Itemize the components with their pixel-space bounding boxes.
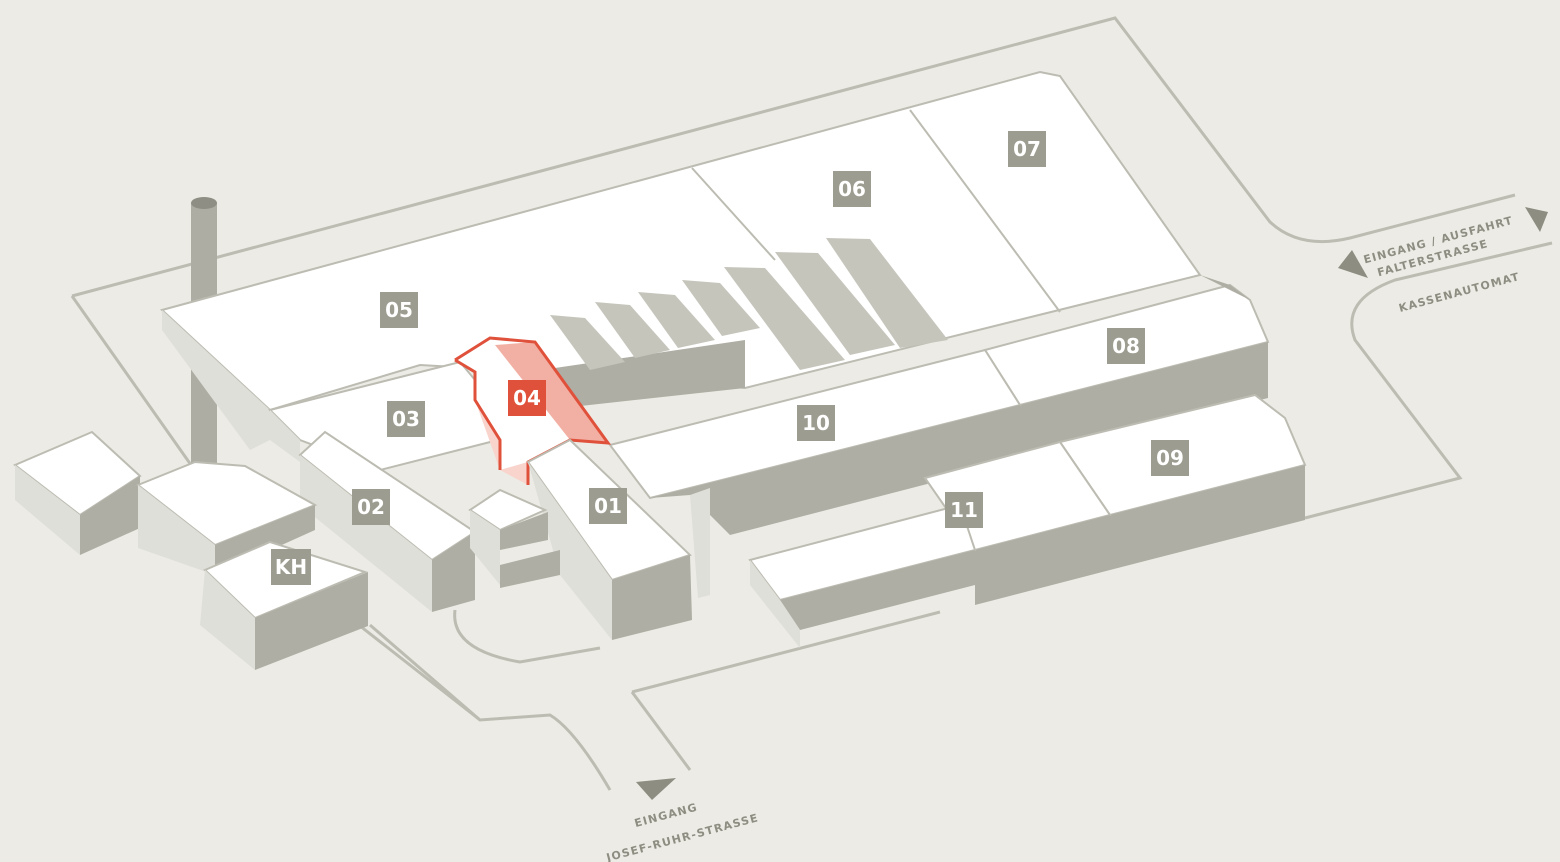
label-07[interactable]: 07	[1008, 131, 1046, 167]
label-03[interactable]: 03	[387, 401, 425, 437]
arrow-south-icon	[636, 778, 676, 800]
entrance-south-label: EINGANG JOSEF-RUHR-STRASSE	[604, 801, 760, 862]
label-10-text: 10	[802, 411, 830, 435]
building-kh[interactable]	[136, 460, 368, 670]
roads	[70, 16, 1553, 791]
label-06-text: 06	[838, 177, 866, 201]
label-08-text: 08	[1112, 334, 1140, 358]
outbuilding[interactable]	[13, 430, 142, 555]
arrow-east-down-icon	[1525, 207, 1548, 232]
label-04-text: 04	[513, 386, 541, 410]
kasse-label: KASSENAUTOMAT	[1397, 270, 1521, 315]
label-05[interactable]: 05	[380, 292, 418, 328]
arrow-east-up-icon	[1338, 250, 1368, 278]
label-02[interactable]: 02	[352, 489, 390, 525]
label-10[interactable]: 10	[797, 405, 835, 441]
label-08[interactable]: 08	[1107, 328, 1145, 364]
entrance-east-label: EINGANG / AUSFAHRT FALTERSTRASSE	[1362, 214, 1514, 279]
building-07[interactable]	[909, 109, 1061, 313]
label-kh-text: KH	[275, 555, 307, 579]
label-06[interactable]: 06	[833, 171, 871, 207]
label-04[interactable]: 04	[508, 380, 546, 416]
label-03-text: 03	[392, 407, 420, 431]
entrance-south-line2: JOSEF-RUHR-STRASSE	[604, 811, 760, 862]
label-01[interactable]: 01	[589, 488, 627, 524]
label-02-text: 02	[357, 495, 385, 519]
sawtooth-roofs	[550, 238, 948, 370]
label-07-text: 07	[1013, 137, 1041, 161]
entrance-south-line1: EINGANG	[633, 801, 699, 830]
label-11-text: 11	[950, 498, 978, 522]
label-kh[interactable]: KH	[271, 549, 311, 585]
label-09-text: 09	[1156, 446, 1184, 470]
label-09[interactable]: 09	[1151, 440, 1189, 476]
label-05-text: 05	[385, 298, 413, 322]
label-11[interactable]: 11	[945, 492, 983, 528]
building-06[interactable]	[691, 167, 776, 261]
label-01-text: 01	[594, 494, 622, 518]
kasse-text: KASSENAUTOMAT	[1397, 270, 1521, 315]
